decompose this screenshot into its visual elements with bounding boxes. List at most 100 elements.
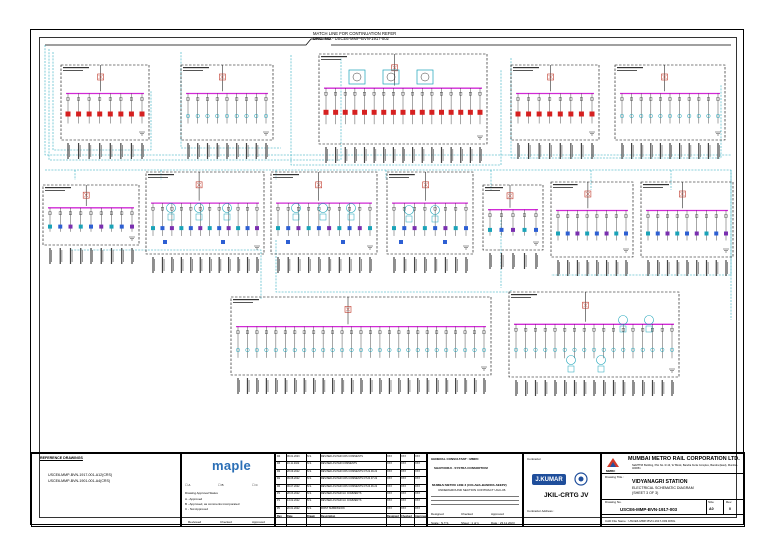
feeder-marker — [594, 231, 599, 236]
revision-cell: XXX — [387, 506, 393, 510]
consultant-col-checked: Checked — [220, 520, 232, 524]
feeder-marker — [522, 227, 527, 232]
feeder-marker — [347, 226, 352, 231]
feeder-marker — [316, 226, 321, 231]
motor-icon — [346, 203, 356, 213]
feeder-marker — [217, 226, 222, 231]
feeder-marker — [368, 226, 372, 231]
revision-cell: P0 — [277, 506, 281, 510]
feeder-marker — [578, 111, 584, 117]
feeder-marker — [371, 109, 377, 115]
revision-cell: REVISED AS PER CRS COMMENTS DT.22.09.22 — [321, 469, 378, 473]
motor-icon — [222, 203, 232, 213]
feeder-marker — [467, 109, 473, 115]
feeder-marker — [412, 226, 417, 231]
feeder-marker — [511, 227, 515, 232]
mmrc-logo-icon — [607, 458, 619, 467]
crtg-logo-icon — [574, 472, 588, 486]
revision-cell: XXX — [415, 506, 421, 510]
distribution-panel — [508, 291, 680, 396]
feeder-marker — [624, 231, 628, 236]
feeder-marker — [556, 231, 560, 236]
feeder-marker — [694, 231, 699, 236]
feeder-marker — [68, 224, 73, 229]
revision-cell: REVISED AS PER GC COMMENTS — [321, 492, 362, 495]
feeder-marker — [118, 111, 124, 117]
revision-cell: N.S. — [307, 492, 312, 495]
feeder-marker — [714, 231, 719, 236]
feeder-marker — [422, 226, 427, 231]
approval-note: B - Approved, as comments incorporated — [185, 502, 240, 506]
motor-icon — [430, 205, 440, 215]
revision-cell: XXX — [401, 506, 407, 510]
jkumar-logo: J.KUMAR — [532, 474, 566, 485]
feeder-marker — [433, 226, 438, 231]
revision-header-cell: Date — [287, 515, 293, 519]
match-line-label-1: MATCH LINE FOR CONTINUATION REFER — [313, 31, 397, 36]
revision-header-cell: Rev — [277, 515, 282, 519]
revision-cell: XXX — [387, 469, 393, 473]
revision-cell: 28.09.2022 — [287, 469, 300, 473]
match-line — [45, 38, 331, 46]
revision-header-cell: Approved — [415, 515, 427, 519]
motor-icon — [566, 355, 576, 365]
cable-route — [510, 58, 722, 159]
feeder-marker — [589, 111, 595, 117]
distribution-panel — [510, 64, 600, 159]
revision-cell: N.S. — [307, 455, 312, 458]
station-name: VIDYANAGRI STATION — [632, 479, 688, 485]
distribution-panel — [42, 184, 140, 264]
feeder-marker — [536, 111, 542, 117]
revision-cell: 06.07.2022 — [287, 484, 300, 488]
distribution-panel — [60, 64, 150, 159]
revision-cell: 09.08.2022 — [287, 477, 300, 481]
feeder-marker — [139, 111, 145, 117]
feeder-marker — [419, 109, 425, 115]
gc-project: UNDERGROUND SECTION CONTRACT UGC-06 — [438, 488, 506, 492]
revision-cell: P1 — [277, 499, 281, 503]
drawing-sheet: MATCH LINE FOR CONTINUATION REFER DRG. N… — [30, 29, 745, 527]
distribution-panel — [318, 53, 488, 163]
approval-note: A - Approved — [185, 497, 203, 501]
feeder-marker — [255, 226, 259, 231]
feeder-marker — [575, 231, 580, 236]
feeder-marker — [453, 226, 458, 231]
revision-cell: XXX — [415, 455, 421, 458]
motor-icon — [644, 315, 654, 325]
feeder-marker — [704, 231, 709, 236]
approval-a: ☐ A — [185, 483, 191, 487]
distribution-panel — [640, 181, 734, 276]
distribution-panel — [482, 184, 544, 269]
feeder-marker — [296, 226, 301, 231]
cable-route — [290, 55, 502, 166]
consultant-cell: maple ☐ A ☐ B ☐ C Drawing Approval Statu… — [181, 453, 275, 527]
contractor-label: Contractor — [527, 457, 542, 461]
revision-cell: 14.02.2022 — [287, 499, 300, 503]
feeder-marker — [76, 111, 82, 117]
feeder-marker — [381, 109, 387, 115]
indicator-icon — [163, 240, 167, 244]
gc-title: GENERAL CONSULTANT : MMRC — [431, 457, 479, 461]
transformer-icon — [348, 69, 366, 85]
feeder-marker — [568, 111, 574, 117]
feeder-marker — [107, 111, 113, 117]
feeder-marker — [236, 226, 241, 231]
consultant-logo: maple — [212, 458, 252, 473]
revision-cell: XXX — [387, 477, 393, 481]
revision-cell: N.S. — [307, 477, 312, 481]
distribution-panel — [550, 181, 634, 276]
revision-cell: XXX — [401, 462, 407, 466]
revision-cell: REVISED AS PER CRS COMMENTS — [321, 455, 363, 458]
feeder-marker — [547, 111, 553, 117]
client-cell: MMRC MUMBAI METRO RAIL CORPORATION LTD. … — [601, 453, 745, 527]
feeder-marker — [410, 109, 416, 115]
indicator-icon — [286, 240, 290, 244]
cable-route — [71, 249, 262, 300]
feeder-marker — [130, 224, 134, 229]
sheet-title: (SHEET 3 OF 3) — [632, 491, 659, 495]
revision-cell: XXX — [415, 477, 421, 481]
feeder-marker — [362, 109, 367, 115]
gc-date: Date : 23.11.2023 — [491, 521, 515, 525]
revision-header-cell: Designed — [387, 515, 399, 519]
feeder-marker — [333, 109, 339, 115]
